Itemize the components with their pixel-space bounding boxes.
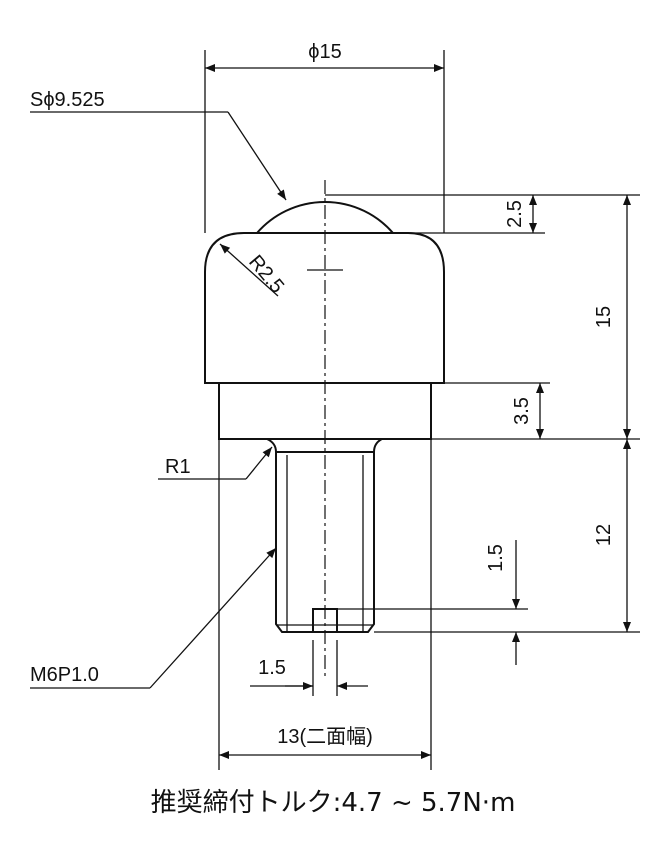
overall-diameter-label: ϕ15 — [308, 41, 341, 63]
dim-corner-radius: R2.5 — [219, 243, 288, 298]
dim-across-flats: 13(二面幅) — [218, 439, 432, 770]
dim-neck-radius: R1 — [158, 446, 273, 480]
dim-slot-depth: 1.5 — [337, 540, 528, 665]
dim-ball-diameter: Sϕ9.525 — [30, 89, 287, 201]
neck-outline — [266, 438, 383, 453]
thread-label: M6P1.0 — [30, 664, 99, 686]
neck-radius-label: R1 — [165, 456, 191, 478]
ball-diameter-label: Sϕ9.525 — [30, 89, 105, 111]
ball-protrusion-label: 2.5 — [504, 200, 526, 228]
dim-shank-length: 12 — [374, 439, 640, 633]
part-outline — [204, 180, 445, 680]
dim-body-height: 15 — [431, 194, 640, 440]
body-height-label: 15 — [593, 306, 615, 328]
slot-depth-label: 1.5 — [485, 544, 507, 572]
torque-note: 推奨締付トルク:4.7 ~ 5.7N·m — [150, 788, 516, 818]
dim-slot-width: 1.5 — [250, 640, 368, 696]
dim-overall-diameter: ϕ15 — [204, 41, 445, 233]
slot-width-label: 1.5 — [258, 657, 286, 679]
dim-ball-protrusion: 2.5 — [325, 194, 545, 234]
shank-length-label: 12 — [593, 524, 615, 546]
ball-outline — [256, 200, 394, 234]
across-flats-label: 13(二面幅) — [277, 725, 373, 748]
corner-radius-label: R2.5 — [244, 251, 288, 298]
dim-thread: M6P1.0 — [30, 547, 277, 689]
dim-flange-height: 3.5 — [444, 382, 550, 439]
flange-height-label: 3.5 — [511, 397, 533, 425]
